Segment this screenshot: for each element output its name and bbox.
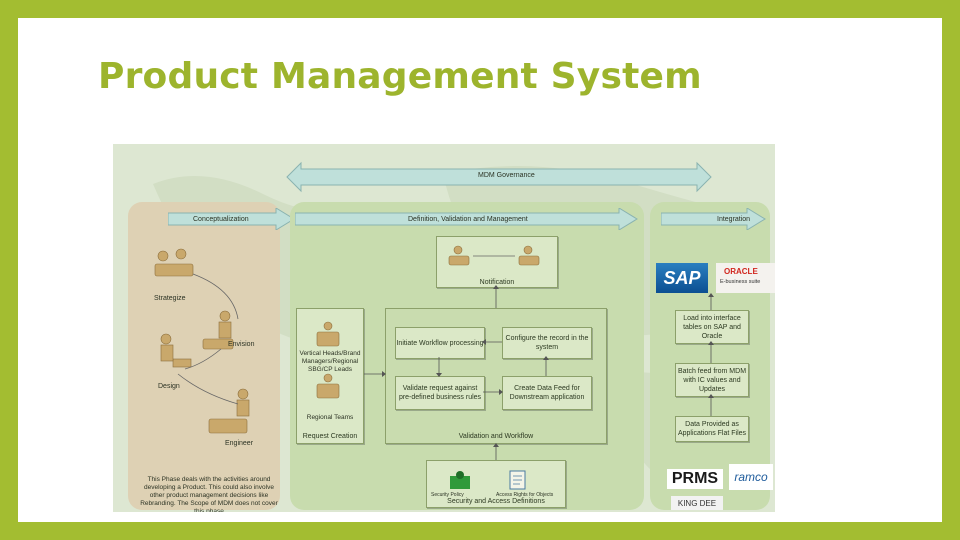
kingdee-logo: KING DEE (671, 496, 723, 510)
conceptualization-arrow (168, 208, 295, 230)
slide: Product Management System MDM Governance… (18, 18, 942, 522)
conceptualization-header: Conceptualization (193, 216, 249, 223)
notification-label: Notification (479, 279, 515, 286)
sap-logo: SAP (656, 263, 708, 293)
role-engineer: Engineer (225, 440, 254, 447)
governance-label: MDM Governance (478, 172, 535, 179)
step-validate-request: Validate request against pre-defined bus… (395, 376, 485, 410)
slide-title: Product Management System (98, 56, 702, 97)
access-rights-document-icon (509, 470, 526, 490)
role-design: Design (158, 383, 180, 390)
integration-panel (650, 202, 770, 510)
role-strategize: Strategize (154, 295, 186, 302)
integration-step-flatfiles: Data Provided as Applications Flat Files (675, 416, 749, 442)
integration-arrow (661, 208, 766, 230)
security-policy-icon (450, 471, 470, 489)
security-access-label: Security and Access Definitions (447, 498, 545, 505)
step-initiate-workflow: Initiate Workflow processing (395, 327, 485, 359)
conceptualization-panel (128, 202, 280, 510)
notification-figures (448, 245, 540, 266)
conceptualization-note: This Phase deals with the activities aro… (140, 476, 278, 512)
integration-step-load: Load into interface tables on SAP and Or… (675, 310, 749, 344)
oracle-logo: ORACLE E-business suite (716, 263, 775, 293)
security-policy-label: Security Policy (431, 492, 464, 498)
people-figures (154, 248, 250, 434)
validation-workflow-label: Validation and Workflow (458, 433, 534, 440)
integration-header: Integration (717, 216, 751, 223)
request-figures (316, 321, 340, 399)
oracle-logo-subtext: E-business suite (720, 279, 761, 285)
integration-arrows (708, 293, 714, 416)
mdm-governance-arrow (286, 161, 712, 193)
role-envision: Envision (228, 341, 255, 348)
step-create-data-feed: Create Data Feed for Downstream applicat… (502, 376, 592, 410)
request-role-heads: Vertical Heads/Brand Managers/Regional S… (299, 350, 361, 373)
request-creation-label: Request Creation (302, 433, 358, 440)
request-role-regional: Regional Teams (306, 414, 354, 421)
flow-arrows (364, 285, 549, 460)
security-access-box: Security and Access Definitions (426, 460, 566, 508)
ramco-logo: ramco (729, 464, 773, 490)
definition-arrow (295, 208, 638, 230)
oracle-logo-text: ORACLE (724, 267, 758, 276)
definition-header: Definition, Validation and Management (408, 216, 528, 223)
pms-diagram: MDM Governance Conceptualization Strateg… (113, 144, 775, 512)
prms-logo: PRMS (667, 469, 723, 489)
access-rights-label: Access Rights for Objects (496, 492, 554, 498)
